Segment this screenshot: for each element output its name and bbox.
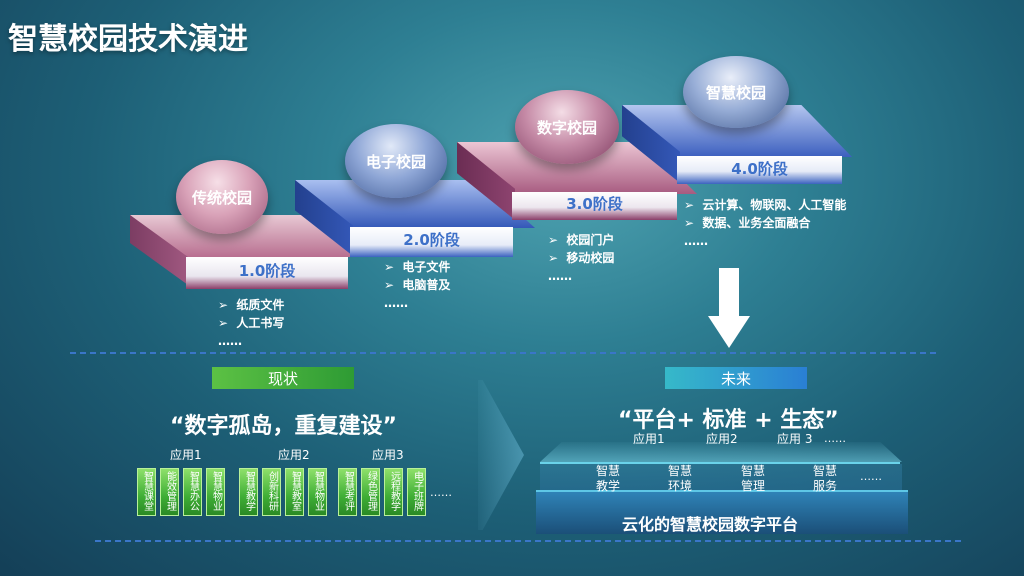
app-tile: 智慧办公 xyxy=(183,468,202,516)
app-tile: 远程教学 xyxy=(384,468,403,516)
app-tile: 智慧物业 xyxy=(308,468,327,516)
platform-title: 云化的智慧校园数字平台 xyxy=(622,515,799,534)
future-quote: “平台+ 标准 + 生态” xyxy=(618,408,839,433)
stage-3-bullets: ➢ 校园门户 ➢ 移动校园 …… xyxy=(548,231,614,285)
stage-2-phase: 2.0阶段 xyxy=(350,227,513,257)
bullet-item: ➢ 移动校园 xyxy=(548,251,615,265)
bullet-more: …… xyxy=(218,334,242,348)
stage-1-phase: 1.0阶段 xyxy=(186,257,348,289)
app-tile: 电子班牌 xyxy=(407,468,426,516)
bullet-more: …… xyxy=(684,234,708,248)
app-tile: 智慧教学 xyxy=(239,468,258,516)
arrow-down-icon xyxy=(708,268,750,348)
app-tile: 智慧物业 xyxy=(206,468,225,516)
bullet-item: ➢ 数据、业务全面融合 xyxy=(684,216,811,230)
stage-2-ball: 电子校园 xyxy=(345,124,447,198)
stage-1-bullets: ➢ 纸质文件 ➢ 人工书写 …… xyxy=(218,296,284,350)
platform-base-layer xyxy=(536,490,908,534)
app-tile: 智慧教室 xyxy=(285,468,304,516)
future-app-more: …… xyxy=(824,432,846,445)
platform-cells-more: …… xyxy=(860,470,882,483)
current-more: …… xyxy=(430,486,452,499)
platform-cell-4: 智慧 服务 xyxy=(812,464,837,493)
platform-lower-layer xyxy=(540,464,902,490)
current-tag: 现状 xyxy=(212,367,354,389)
stage-2-bullets: ➢ 电子文件 ➢ 电脑普及 …… xyxy=(384,258,450,312)
chevron-right-icon xyxy=(478,380,524,530)
app-tile: 绿色管理 xyxy=(361,468,380,516)
app-tile: 能效管理 xyxy=(160,468,179,516)
page-title: 智慧校园技术演进 xyxy=(8,22,248,57)
current-quote: “数字孤岛，重复建设” xyxy=(170,414,397,439)
platform-middle-layer xyxy=(540,462,900,464)
platform-cell-1: 智慧 教学 xyxy=(595,464,620,493)
stage-4-phase: 4.0阶段 xyxy=(677,156,842,184)
bullet-item: ➢ 电子文件 xyxy=(384,260,451,274)
platform-cell-2: 智慧 环境 xyxy=(667,464,692,493)
bullet-item: ➢ 云计算、物联网、人工智能 xyxy=(684,198,847,212)
app-tile: 智慧考评 xyxy=(338,468,357,516)
future-tag: 未来 xyxy=(665,367,807,389)
platform-top-layer xyxy=(540,442,902,462)
current-app-label-1: 应用1 xyxy=(170,448,202,462)
bullet-item: ➢ 人工书写 xyxy=(218,316,285,330)
stage-3-phase: 3.0阶段 xyxy=(512,192,677,220)
stage-4-bullets: ➢ 云计算、物联网、人工智能 ➢ 数据、业务全面融合 …… xyxy=(684,196,846,250)
app-tile: 创新科研 xyxy=(262,468,281,516)
bullet-item: ➢ 电脑普及 xyxy=(384,278,451,292)
app-tile: 智慧课堂 xyxy=(137,468,156,516)
bullet-item: ➢ 校园门户 xyxy=(548,233,615,247)
bullet-more: …… xyxy=(548,269,572,283)
stage-4-ball: 智慧校园 xyxy=(683,56,789,128)
current-app-label-3: 应用3 xyxy=(372,448,404,462)
divider-top xyxy=(70,352,936,354)
stage-3-ball: 数字校园 xyxy=(515,90,619,164)
bullet-item: ➢ 纸质文件 xyxy=(218,298,285,312)
stage-1-ball: 传统校园 xyxy=(176,160,268,234)
bullet-more: …… xyxy=(384,296,408,310)
platform-cell-3: 智慧 管理 xyxy=(740,464,765,493)
divider-bottom xyxy=(95,540,961,542)
current-app-label-2: 应用2 xyxy=(278,448,310,462)
